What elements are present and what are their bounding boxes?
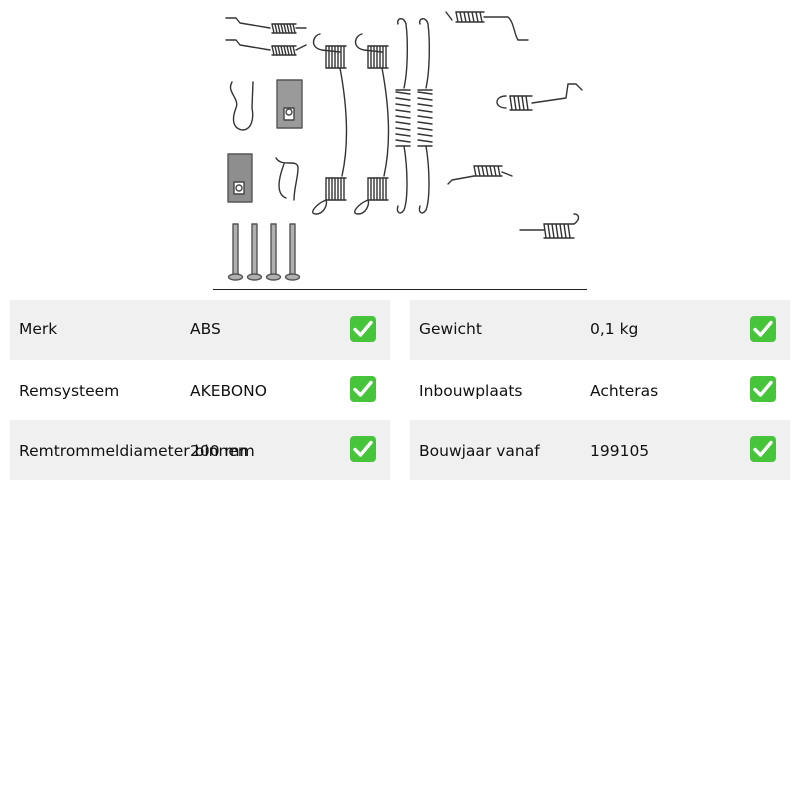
spec-row-remsysteem: Remsysteem AKEBONO	[10, 360, 390, 420]
spec-row-gewicht: Gewicht 0,1 kg	[410, 300, 790, 360]
spec-value: 200 mm	[190, 442, 255, 460]
mid-right-spring	[496, 83, 583, 111]
spec-label: Remsysteem	[19, 382, 120, 400]
spec-row-bouwjaar: Bouwjaar vanaf 199105	[410, 420, 790, 480]
spec-value: ABS	[190, 320, 221, 338]
small-spring-1	[225, 17, 307, 34]
spec-value: Achteras	[590, 382, 659, 400]
check-mark-button-icon	[350, 436, 376, 462]
plate-clip-1	[276, 79, 303, 129]
spec-row-inbouwplaats: Inbouwplaats Achteras	[410, 360, 790, 420]
spec-table-left: Merk ABS Remsysteem AKEBONO Remtrommeldi…	[10, 300, 390, 480]
return-spring-1	[312, 33, 348, 215]
return-spring-2	[354, 33, 390, 215]
check-mark-button-icon	[750, 376, 776, 402]
bottom-right-spring	[519, 213, 580, 239]
spec-row-merk: Merk ABS	[10, 300, 390, 360]
plate-clip-2	[227, 153, 253, 203]
hold-down-pins	[227, 223, 301, 281]
spec-value: 0,1 kg	[590, 320, 639, 338]
long-spring-1	[395, 18, 411, 214]
upper-right-spring	[445, 11, 529, 41]
check-mark-button-icon	[750, 316, 776, 342]
check-mark-button-icon	[350, 376, 376, 402]
spec-table-right: Gewicht 0,1 kg Inbouwplaats Achteras Bou…	[410, 300, 790, 480]
wire-clip-1	[229, 81, 254, 131]
spec-label: Gewicht	[419, 320, 482, 338]
image-divider-line	[213, 289, 587, 290]
spec-label: Bouwjaar vanaf	[419, 442, 540, 460]
spec-row-remtrommeldiameter: Remtrommeldiameter binnen 200 mm	[10, 420, 390, 480]
spec-value: AKEBONO	[190, 382, 267, 400]
spec-value: 199105	[590, 442, 650, 460]
product-image	[213, 0, 587, 290]
brake-accessory-kit-drawing	[225, 11, 583, 281]
lower-right-spring	[447, 165, 513, 185]
spec-label: Remtrommeldiameter binnen	[19, 442, 248, 460]
check-mark-button-icon	[750, 436, 776, 462]
wire-clip-2	[275, 157, 299, 201]
check-mark-button-icon	[350, 316, 376, 342]
long-spring-2	[417, 18, 433, 214]
small-spring-2	[225, 39, 307, 56]
spec-label: Inbouwplaats	[419, 382, 523, 400]
spec-label: Merk	[19, 320, 58, 338]
